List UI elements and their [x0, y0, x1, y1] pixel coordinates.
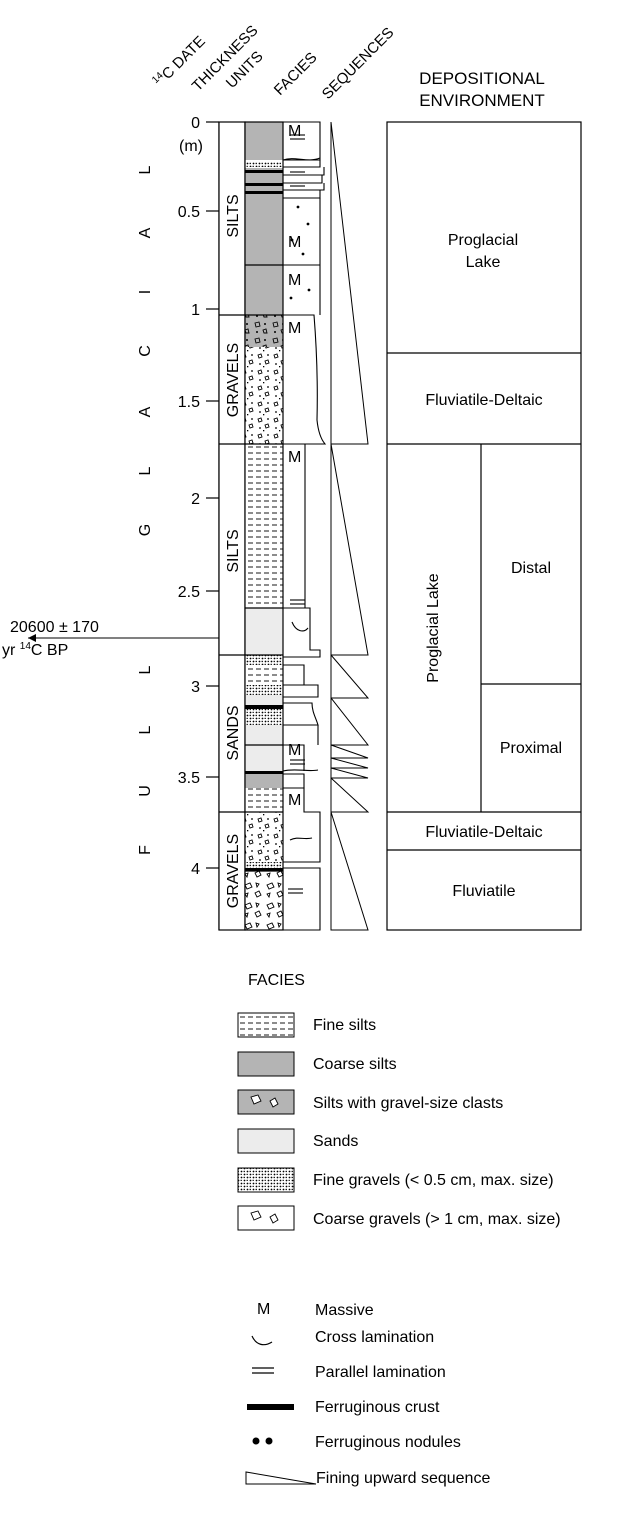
column-headers: 14C DATE THICKNESS UNITS FACIES SEQUENCE…: [150, 22, 545, 110]
legend-label: Ferruginous crust: [315, 1399, 440, 1416]
massive-marker: M: [288, 792, 301, 809]
env-proglacial-lake-top: Proglacial: [448, 232, 518, 249]
legend-label: Massive: [315, 1302, 374, 1319]
scale-unit: (m): [179, 138, 203, 155]
facies-legend: FACIES Fine silts Coarse silts Silts wit…: [238, 972, 561, 1230]
legend-swatch-coarse-silts: [238, 1052, 294, 1076]
massive-marker: M: [288, 272, 301, 289]
legend-label: Silts with gravel-size clasts: [313, 1095, 503, 1112]
scale-tick-label: 0.5: [178, 204, 200, 221]
legend-fining-upward-symbol: [246, 1472, 316, 1484]
period-letter: A: [137, 227, 154, 238]
symbols-legend: M Massive Cross lamination Parallel lami…: [246, 1301, 490, 1487]
massive-marker: M: [288, 123, 301, 140]
legend-label: Coarse silts: [313, 1056, 397, 1073]
header-sequences: SEQUENCES: [319, 24, 398, 103]
radiocarbon-unit: yr 14C BP: [2, 641, 68, 659]
unit-label: GRAVELS: [225, 834, 242, 908]
unit-label: SANDS: [225, 705, 242, 760]
period-letter: L: [137, 665, 154, 674]
legend-swatch-fine-gravels: [238, 1168, 294, 1192]
period-letter: G: [137, 524, 154, 536]
legend-label: Sands: [313, 1133, 358, 1150]
period-letter: I: [137, 290, 154, 294]
env-proglacial-lake-top-line2: Lake: [466, 254, 501, 271]
env-proximal: Proximal: [500, 740, 562, 757]
env-distal: Distal: [511, 560, 551, 577]
legend-label: Ferruginous nodules: [315, 1434, 461, 1451]
header-environment: ENVIRONMENT: [419, 91, 545, 110]
legend-swatch-coarse-gravels: [238, 1206, 294, 1230]
facies-massive-markers: M M M M M M M: [288, 123, 301, 809]
period-letter: F: [137, 845, 154, 855]
unit-label: SILTS: [225, 194, 242, 237]
scale-tick-label: 4: [191, 861, 200, 878]
legend-label: Fining upward sequence: [316, 1470, 490, 1487]
period-letter: A: [137, 406, 154, 417]
massive-marker: M: [288, 234, 301, 251]
unit-label: GRAVELS: [225, 343, 242, 417]
period-letter: U: [137, 785, 154, 797]
period-letter: L: [137, 165, 154, 174]
facies-lithology-column: [245, 122, 283, 930]
facies-legend-title: FACIES: [248, 972, 305, 989]
legend-ferruginous-nodules-symbol: [253, 1438, 260, 1445]
scale-tick-label: 2.5: [178, 584, 200, 601]
legend-swatch-sands: [238, 1129, 294, 1153]
scale-tick-label: 3.5: [178, 770, 200, 787]
depth-scale: 0 (m) 0.5 1 1.5 2 2.5 3 3.5 4: [178, 115, 219, 930]
scale-tick-label: 1: [191, 302, 200, 319]
period-letter: C: [137, 345, 154, 357]
scale-tick-label: 0: [191, 115, 200, 132]
legend-swatch-silts-gravel: [238, 1090, 294, 1114]
sequences-column: [331, 122, 368, 930]
scale-tick-label: 2: [191, 491, 200, 508]
period-letter: L: [137, 725, 154, 734]
header-facies: FACIES: [271, 49, 321, 99]
legend-label: Fine gravels (< 0.5 cm, max. size): [313, 1172, 554, 1189]
legend-label: Parallel lamination: [315, 1364, 446, 1381]
legend-label: Cross lamination: [315, 1329, 434, 1346]
unit-label: SILTS: [225, 529, 242, 572]
env-proglacial-lake-lower: Proglacial Lake: [425, 573, 442, 683]
units-column: SILTS GRAVELS SILTS SANDS GRAVELS: [219, 122, 245, 930]
massive-marker: M: [288, 449, 301, 466]
env-fluviatile: Fluviatile: [452, 883, 515, 900]
scale-tick-label: 3: [191, 679, 200, 696]
env-fluviatile-deltaic-upper: Fluviatile-Deltaic: [425, 392, 542, 409]
period-label: L A I C A L G L L U F: [137, 165, 154, 854]
radiocarbon-value: 20600 ± 170: [10, 619, 99, 636]
massive-marker: M: [288, 320, 301, 337]
legend-ferruginous-crust-symbol: [247, 1404, 294, 1410]
scale-tick-label: 1.5: [178, 394, 200, 411]
legend-label: Coarse gravels (> 1 cm, max. size): [313, 1211, 561, 1228]
legend-cross-lamination-symbol: [252, 1336, 272, 1345]
env-fluviatile-deltaic-lower: Fluviatile-Deltaic: [425, 824, 542, 841]
legend-label: Fine silts: [313, 1017, 376, 1034]
massive-marker: M: [288, 742, 301, 759]
period-letter: L: [137, 466, 154, 475]
legend-swatch-fine-silts: [238, 1013, 294, 1037]
legend-massive-symbol: M: [257, 1301, 270, 1318]
depositional-environment: Proglacial Lake Fluviatile-Deltaic Progl…: [387, 122, 581, 930]
header-depositional: DEPOSITIONAL: [419, 69, 545, 88]
